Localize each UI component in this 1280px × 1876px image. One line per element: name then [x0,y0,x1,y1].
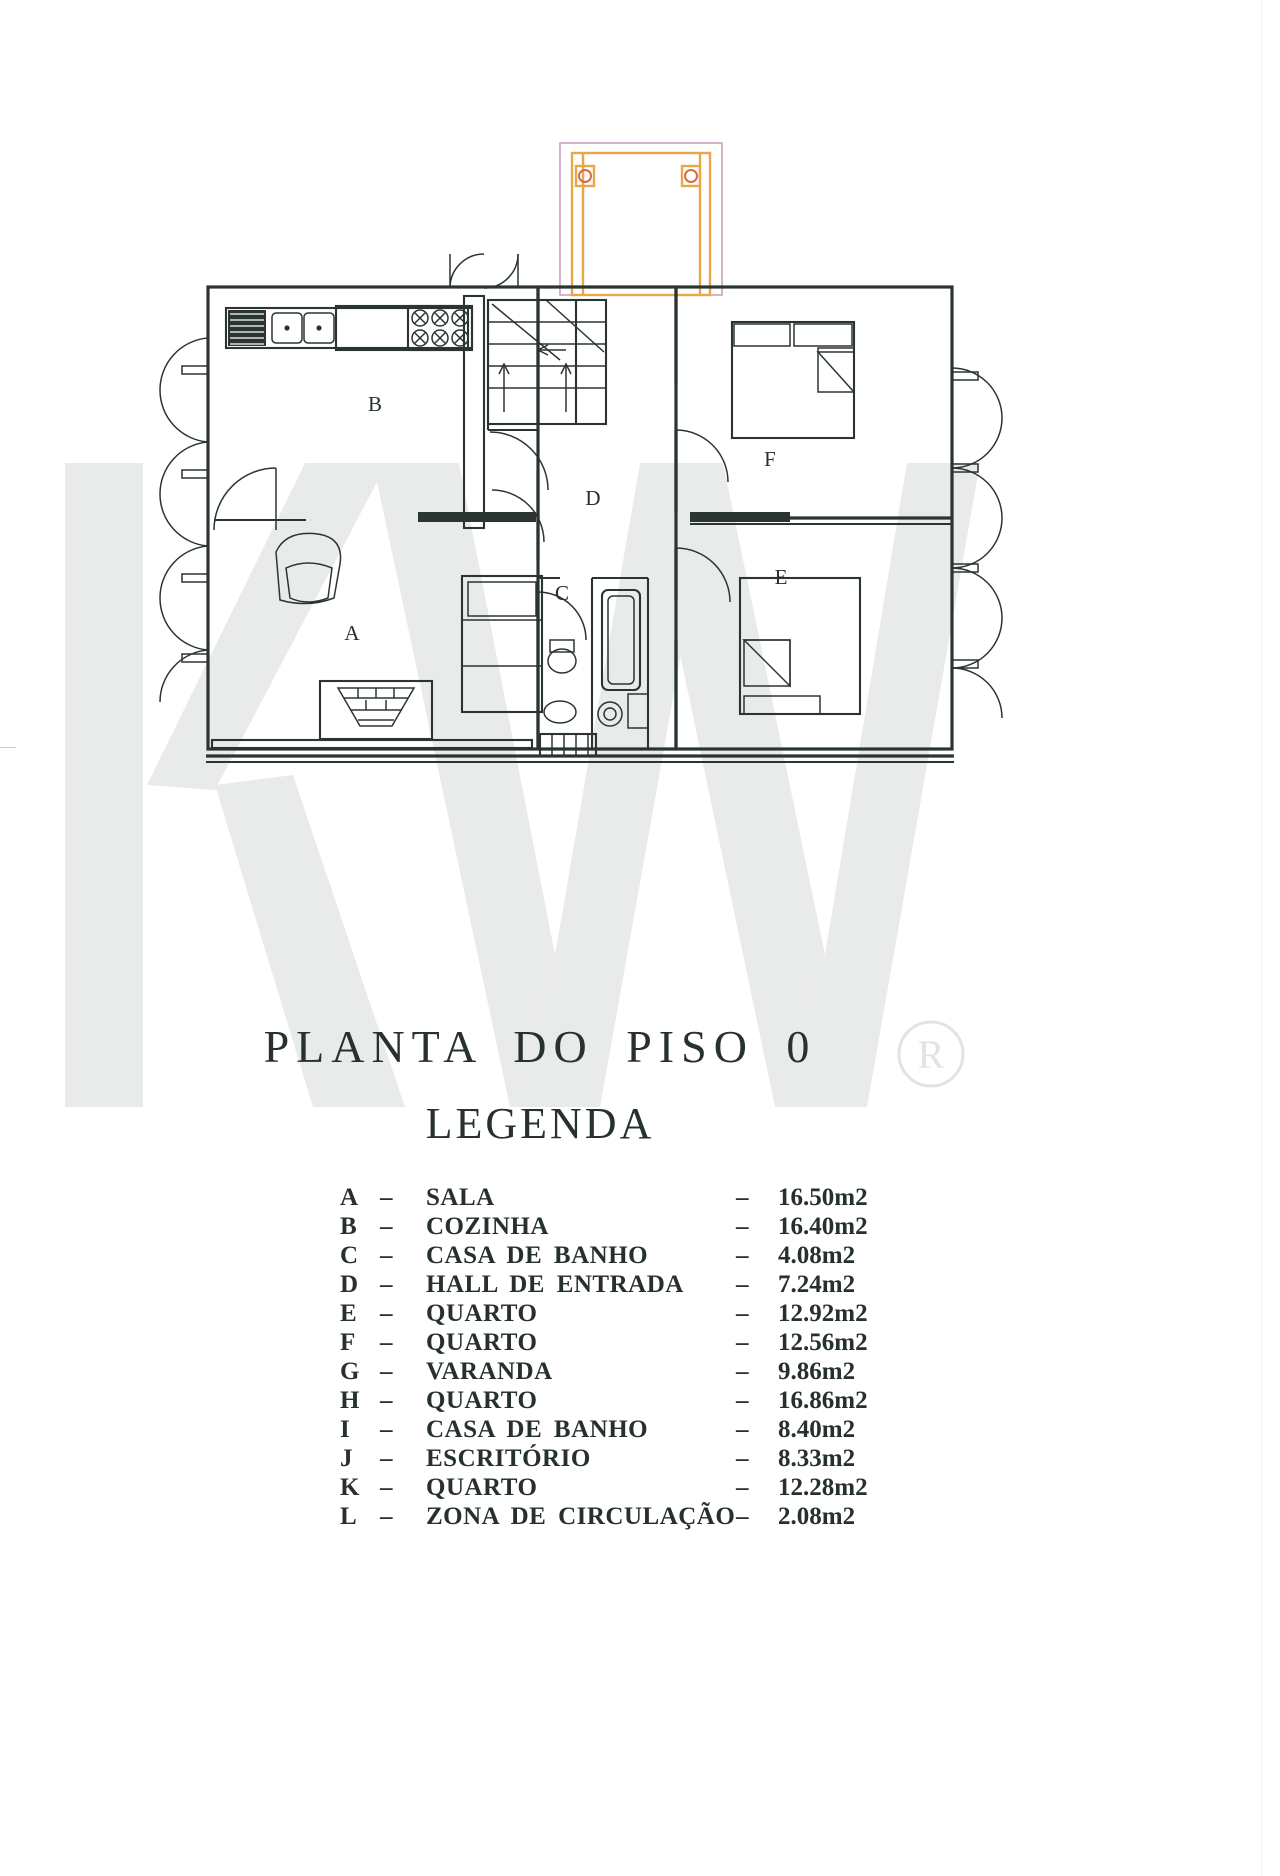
legend-dash: – [736,1300,749,1327]
legend-dash: – [736,1474,749,1501]
legend-room-name: COZINHA [426,1213,549,1240]
legend-dash: – [380,1184,393,1211]
legend-key: B [340,1213,357,1240]
legend-dash: – [380,1213,393,1240]
legend-dash: – [380,1474,393,1501]
legend-row: J – ESCRITÓRIO – 8.33m2 [340,1444,928,1473]
room-label-c: C [555,581,569,605]
bedroom-e-furniture [738,576,862,716]
legend-key: D [340,1271,359,1298]
legend-key: G [340,1358,360,1385]
legend-area: 12.28m2 [778,1474,868,1501]
legend-row: G – VARANDA – 9.86m2 [340,1357,928,1386]
doors [159,253,1003,719]
legend-table: A – SALA – 16.50m2 B – COZINHA – 16.40m2… [340,1183,928,1531]
legend-row: E – QUARTO – 12.92m2 [340,1299,928,1328]
legend-row: H – QUARTO – 16.86m2 [340,1386,928,1415]
legend-row: K – QUARTO – 12.28m2 [340,1473,928,1502]
legend-key: A [340,1184,359,1211]
legend-dash: – [380,1329,393,1356]
legend-dash: – [380,1503,393,1530]
legend-key: H [340,1387,360,1414]
room-label-a: A [344,621,360,645]
legend-dash: – [736,1271,749,1298]
floor-plan-drawing: .w { fill:none; stroke:#2b3530; stroke-w… [0,0,1080,1000]
bedroom-f-furniture [730,320,856,440]
balcony-g [559,142,723,297]
legend-key: F [340,1329,356,1356]
legend-dash: – [736,1184,749,1211]
room-label-f: F [764,447,776,471]
staircase [486,298,608,426]
living-room-furniture [275,532,544,741]
legend-area: 16.40m2 [778,1213,868,1240]
legend-dash: – [736,1358,749,1385]
legend-room-name: ESCRITÓRIO [426,1445,591,1472]
kitchen-counter [224,294,486,530]
legend-dash: – [736,1329,749,1356]
legend-row: D – HALL DE ENTRADA – 7.24m2 [340,1270,928,1299]
interior-walls [214,287,952,749]
legend-dash: – [380,1416,393,1443]
entrance-steps [538,732,598,758]
legend-dash: – [380,1358,393,1385]
legend-area: 8.33m2 [778,1445,856,1472]
legend-room-name: VARANDA [426,1358,553,1385]
legend-area: 2.08m2 [778,1503,856,1530]
legend-area: 9.86m2 [778,1358,856,1385]
legend-key: E [340,1300,357,1327]
legend-area: 16.86m2 [778,1387,868,1414]
page-title: PLANTA DO PISO 0 [263,1021,817,1072]
room-label-e: E [775,565,788,589]
legend-area: 8.40m2 [778,1416,856,1443]
room-label-b: B [368,392,382,416]
legend-dash: – [736,1416,749,1443]
legend-dash: – [736,1213,749,1240]
legend-key: J [340,1445,353,1472]
legend-key: I [340,1416,350,1443]
legend-row: L – ZONA DE CIRCULAÇÃO – 2.08m2 [340,1502,928,1531]
legend-key: L [340,1503,357,1530]
legend-row: C – CASA DE BANHO – 4.08m2 [340,1241,928,1270]
legend-room-name: QUARTO [426,1329,538,1356]
legend-dash: – [380,1271,393,1298]
legend-dash: – [380,1242,393,1269]
legend-room-name: QUARTO [426,1300,538,1327]
legend-rows: A – SALA – 16.50m2 B – COZINHA – 16.40m2… [340,1183,928,1531]
legend-row: A – SALA – 16.50m2 [340,1183,928,1212]
legend-key: C [340,1242,359,1269]
legend-area: 12.92m2 [778,1300,868,1327]
legend-row: B – COZINHA – 16.40m2 [340,1212,928,1241]
legend-dash: – [736,1242,749,1269]
legend-room-name: SALA [426,1184,495,1211]
legend-dash: – [736,1503,749,1530]
legend-dash: – [736,1445,749,1472]
legend-row: F – QUARTO – 12.56m2 [340,1328,928,1357]
legend-room-name: ZONA DE CIRCULAÇÃO [426,1503,736,1530]
bathroom-fixtures [543,588,649,729]
legend-row: I – CASA DE BANHO – 8.40m2 [340,1415,928,1444]
legend-room-name: QUARTO [426,1387,538,1414]
legend-dash: – [736,1387,749,1414]
legend-room-name: CASA DE BANHO [426,1242,649,1269]
legend-area: 4.08m2 [778,1242,856,1269]
legend-area: 7.24m2 [778,1271,856,1298]
room-label-d: D [585,486,600,510]
crop-mark [0,747,16,748]
legend-area: 12.56m2 [778,1329,868,1356]
legend-dash: – [380,1445,393,1472]
legend-dash: – [380,1300,393,1327]
legend-key: K [340,1474,360,1501]
legend-dash: – [380,1387,393,1414]
legend-room-name: QUARTO [426,1474,538,1501]
page-right-margin [1261,0,1280,1876]
legend-heading: LEGENDA [425,1099,655,1148]
legend-room-name: HALL DE ENTRADA [426,1271,684,1298]
legend-room-name: CASA DE BANHO [426,1416,649,1443]
legend-area: 16.50m2 [778,1184,868,1211]
